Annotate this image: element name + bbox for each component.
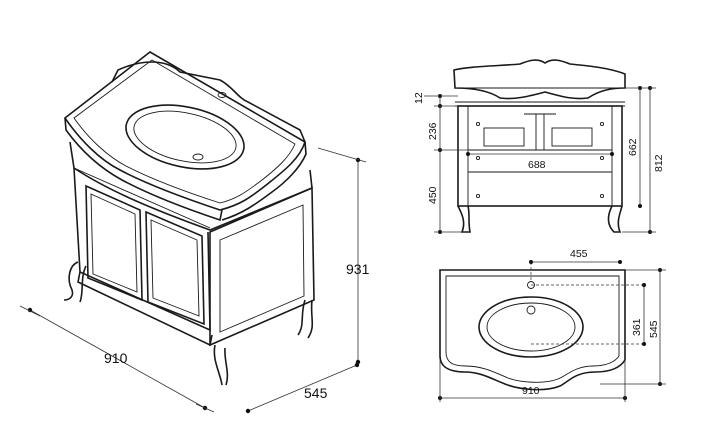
perspective-width-label: 910 [104,350,128,366]
perspective-height-label: 931 [346,261,370,277]
perspective-vanity: 910 545 931 [19,51,370,414]
top-width-label: 910 [522,385,540,397]
top-plan: 455 361 545 910 [438,248,666,402]
front-lower-height-label: 450 [427,186,439,204]
top-bowl-depth-label: 361 [631,318,643,336]
front-body-height-label: 662 [627,138,639,156]
front-total-height-label: 812 [653,154,665,172]
front-elevation: 688 12 236 450 662 812 [413,59,665,234]
top-faucet-offset-label: 455 [570,248,588,260]
top-depth-label: 545 [648,320,660,338]
front-top-thickness-label: 12 [413,92,425,104]
front-inner-width-label: 688 [528,159,546,171]
perspective-depth-label: 545 [304,385,328,401]
front-drawer-height-label: 236 [427,122,439,140]
